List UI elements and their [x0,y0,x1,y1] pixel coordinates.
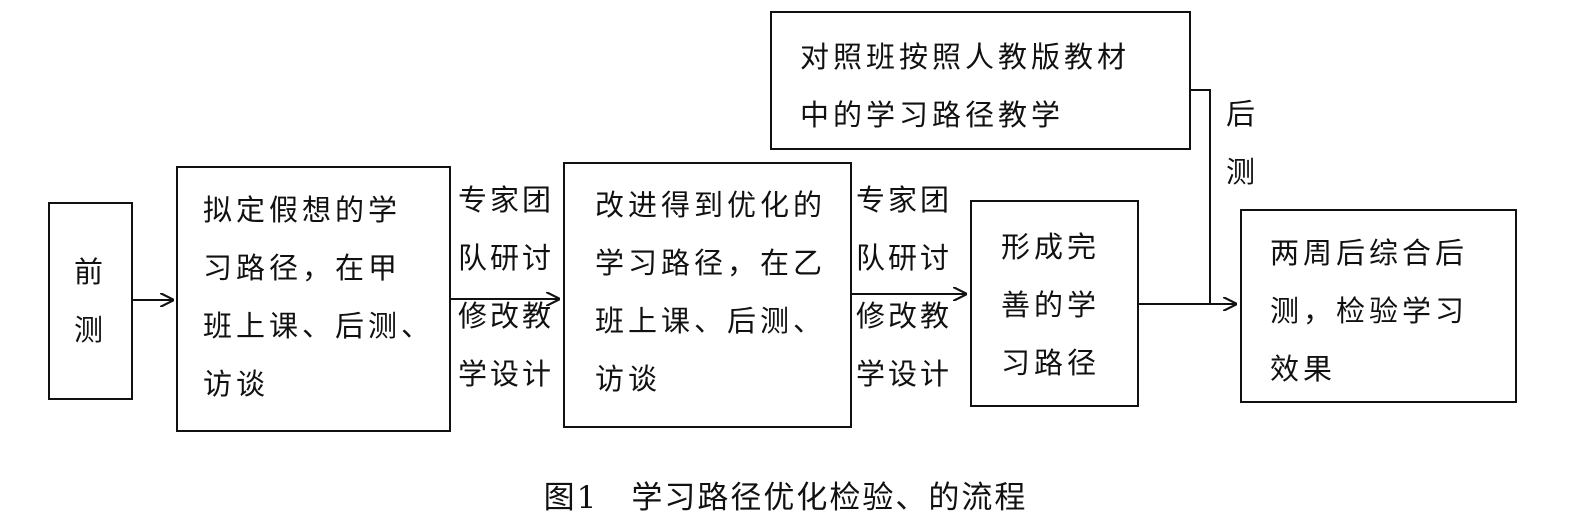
final-test-box [1240,209,1517,403]
figure-caption: 图1 学习路径优化检验、的流程 [543,480,1028,516]
hypothesis-box [176,166,451,432]
final-test-text: 两周后综合后 测，检验学习 效果 [1270,236,1469,386]
expert-revision-label-1: 专家团 队研讨 修改教 学设计 [458,183,555,391]
control-class-text: 对照班按照人教版教材 中的学习路径教学 [800,40,1131,132]
perfect-box [970,200,1139,407]
pretest-box [48,202,133,400]
expert-revision-label-2: 专家团 队研讨 修改教 学设计 [856,183,953,391]
posttest-label: 后 测 [1226,97,1259,189]
pretest-text: 前 测 [74,255,108,347]
perfect-text: 形成完 善的学 习路径 [1001,230,1101,380]
control-class-box [770,11,1191,150]
improve-box [563,162,852,428]
improve-text: 改进得到优化的 学习路径，在乙 班上课、后测、 访谈 [595,188,827,396]
hypothesis-text: 拟定假想的学 习路径，在甲 班上课、后测、 访谈 [203,193,435,401]
